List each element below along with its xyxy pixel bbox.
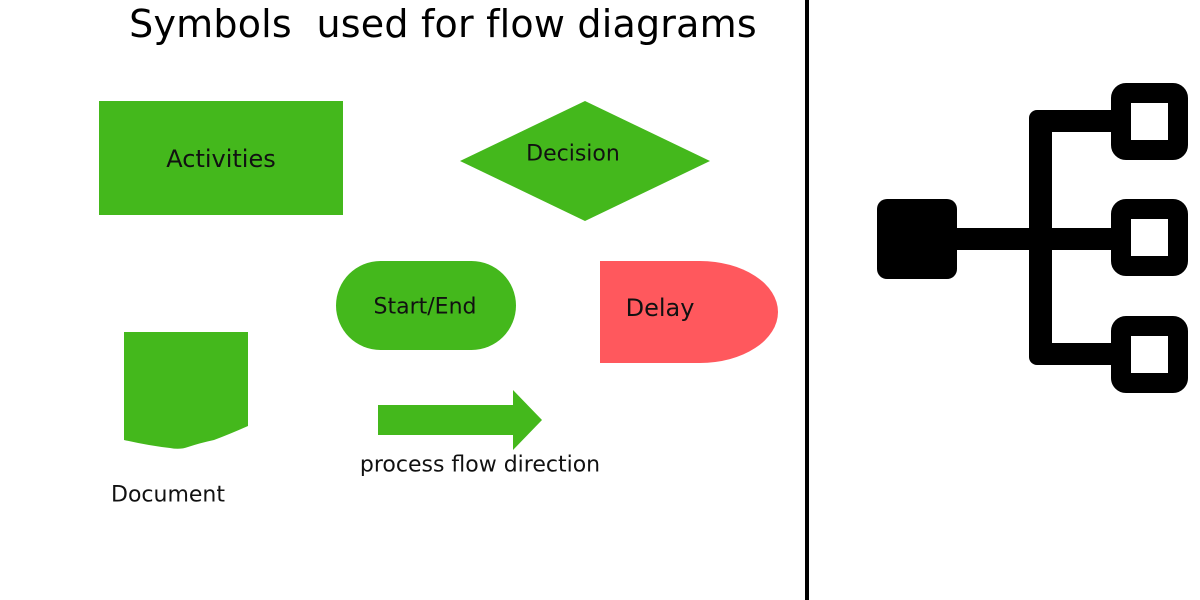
start-end-label: Start/End (373, 294, 477, 320)
delay-symbol (600, 261, 778, 363)
decision-symbol (460, 101, 710, 221)
panel-divider (805, 0, 809, 600)
start-end-symbol (336, 261, 516, 350)
document-label: Document (111, 482, 225, 508)
decision-label: Decision (526, 141, 620, 167)
hierarchy-icon (877, 83, 1188, 393)
delay-label: Delay (625, 294, 695, 322)
activities-label: Activities (166, 145, 276, 173)
document-symbol (124, 332, 248, 449)
flow-direction-label: process flow direction (359, 452, 601, 478)
process-flow-arrow (378, 390, 542, 450)
activities-symbol (99, 101, 343, 215)
diagram-title: Symbols used for flow diagrams (129, 2, 757, 46)
